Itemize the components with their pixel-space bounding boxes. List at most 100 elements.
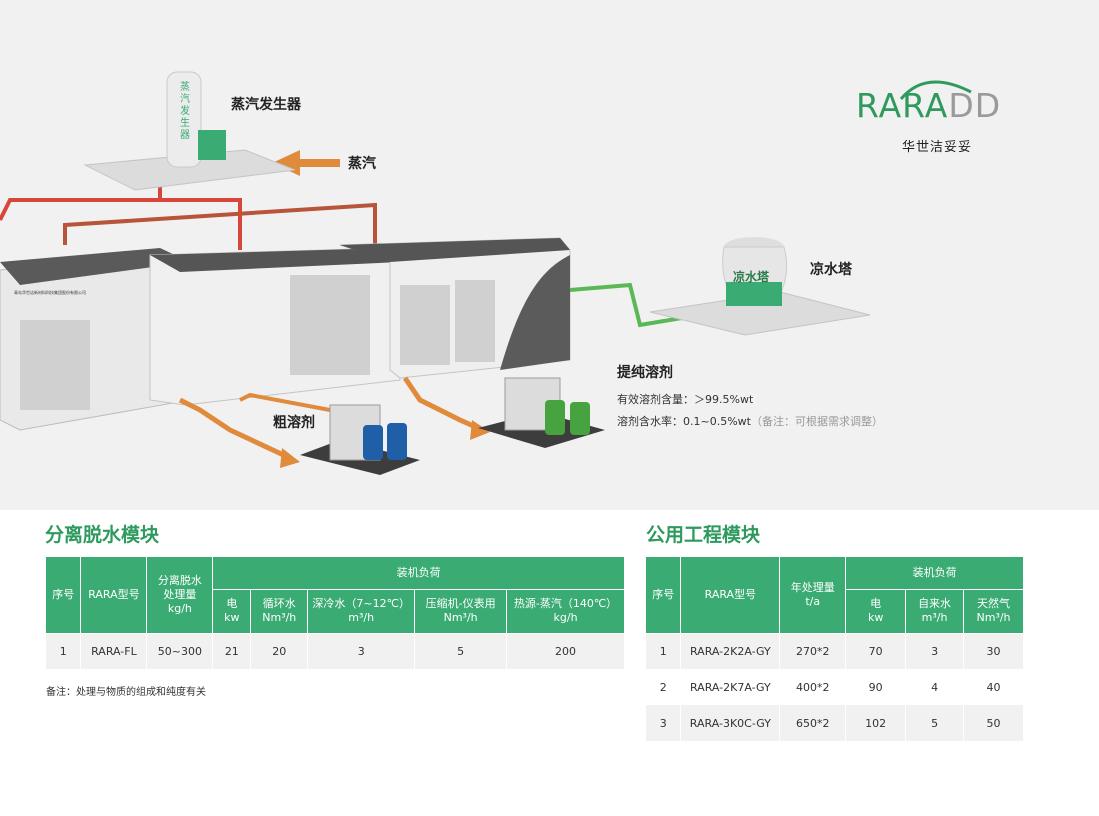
col-compressor-l1: 压缩机-仪表用 — [425, 597, 496, 610]
separation-section-title: 分离脱水模块 — [45, 524, 160, 546]
col-capacity-l3: kg/h — [167, 601, 192, 615]
cell-model: RARA-FL — [80, 633, 148, 669]
col-chill-l2: m³/h — [348, 611, 375, 624]
cell-power: 90 — [845, 669, 907, 705]
cell-steam: 200 — [506, 633, 625, 669]
col-circ-l2: Nm³/h — [262, 611, 297, 624]
brand-logo: RARADD 华世洁妥妥 — [856, 74, 1026, 155]
container-company-text: 青岛华世洁新材料科技集团股份有限公司 — [14, 290, 86, 295]
purified-solvent-drum-2 — [570, 402, 590, 435]
crude-solvent-drum-2 — [387, 423, 407, 460]
cell-capacity: 400*2 — [779, 669, 847, 705]
col-group-load: 装机负荷 — [212, 557, 625, 590]
crude-solvent-drum-1 — [363, 425, 383, 460]
cell-water: 3 — [905, 633, 965, 669]
container-vents — [20, 275, 495, 410]
cell-model: RARA-2K2A-GY — [680, 633, 781, 669]
container-middle-roof — [150, 248, 400, 272]
cooling-water-pipe — [569, 282, 701, 328]
logo-word-main: RARA — [856, 86, 949, 125]
cell-chill: 3 — [307, 633, 416, 669]
col-model: RARA型号 — [680, 557, 781, 634]
logo-word-accent: DD — [948, 86, 1002, 125]
col-capacity-l2: 处理量 — [163, 587, 197, 601]
container-right-roof — [340, 238, 570, 262]
cell-index: 2 — [646, 669, 682, 705]
steam-generator-pump — [198, 130, 226, 160]
cooling-tower-base — [726, 282, 782, 306]
process-scene — [0, 71, 871, 475]
cell-index: 3 — [646, 705, 682, 741]
col-power-l1: 电 — [870, 597, 882, 610]
cell-capacity: 650*2 — [779, 705, 847, 741]
col-index: 序号 — [646, 557, 682, 634]
col-water-l2: m³/h — [921, 611, 948, 624]
cooling-tower-label: 凉水塔 — [810, 262, 852, 278]
table-row: 3 RARA-3K0C-GY 650*2 102 5 50 — [646, 705, 1024, 741]
col-power-l2: kw — [224, 611, 240, 624]
col-power-l2: kw — [867, 611, 884, 624]
cell-gas: 50 — [963, 705, 1024, 741]
col-steam-l2: kg/h — [553, 611, 578, 624]
table-row: 1 RARA-FL 50~300 21 20 3 5 200 — [46, 633, 625, 669]
steam-generator-tank — [166, 71, 202, 168]
separation-footnote: 备注：处理与物质的组成和纯度有关 — [46, 687, 206, 698]
cell-model: RARA-3K0C-GY — [680, 705, 781, 741]
crude-solvent-pipe-2 — [239, 392, 331, 412]
container-right-dark-panel — [500, 255, 570, 370]
logo-wordmark: RARADD — [856, 86, 1001, 125]
col-steam: 热源-蒸汽（140℃）kg/h — [506, 589, 625, 634]
col-chill-water: 深冷水（7~12℃）m³/h — [307, 589, 416, 634]
cell-air: 5 — [414, 633, 508, 669]
cell-capacity: 270*2 — [779, 633, 847, 669]
steam-generator-label: 蒸汽发生器 — [231, 97, 301, 113]
col-power-l1: 电 — [226, 597, 238, 610]
cooling-tower-text: 凉水塔 — [733, 270, 770, 284]
col-circ-l1: 循环水 — [262, 597, 296, 610]
utility-section-title: 公用工程模块 — [646, 524, 761, 546]
cell-power: 21 — [212, 633, 252, 669]
cell-water: 5 — [905, 705, 965, 741]
purified-solvent-label: 提纯溶剂 — [617, 365, 673, 381]
cell-index: 1 — [646, 633, 682, 669]
cell-water: 4 — [905, 669, 965, 705]
crude-solvent-arrow-icon — [280, 448, 300, 468]
col-steam-l1: 热源-蒸汽（140℃） — [513, 597, 618, 610]
col-gas-l1: 天然气 — [977, 597, 1011, 610]
steam-pipe — [0, 198, 242, 250]
table-row: 1 RARA-2K2A-GY 270*2 70 3 30 — [646, 633, 1024, 669]
cell-gas: 30 — [963, 633, 1024, 669]
steam-label: 蒸汽 — [348, 156, 376, 172]
purified-solvent-drum-1 — [545, 400, 565, 435]
water-content-note: （备注：可根据需求调整） — [750, 415, 883, 428]
crude-solvent-label: 粗溶剂 — [273, 415, 315, 431]
col-gas-l2: Nm³/h — [976, 611, 1011, 624]
col-capacity-l1: 年处理量 — [790, 580, 835, 594]
cell-capacity: 50~300 — [146, 633, 214, 669]
logo-subtitle: 华世洁妥妥 — [902, 140, 973, 155]
cell-circ: 20 — [250, 633, 309, 669]
solvent-content-spec: 有效溶剂含量：＞99.5%wt — [617, 393, 754, 406]
water-content-value: 溶剂含水率：0.1~0.5%wt — [617, 415, 751, 428]
purified-solvent-pipe — [402, 376, 480, 431]
col-index: 序号 — [46, 557, 82, 634]
hero-illustration: 蒸汽发生器 凉水塔 青岛华世洁新材料科技集团股份有限公司 蒸汽发生器 蒸汽 凉水… — [0, 0, 1099, 510]
water-content-spec: 溶剂含水率：0.1~0.5%wt（备注：可根据需求调整） — [617, 413, 883, 429]
col-capacity-l2: t/a — [805, 594, 821, 608]
crude-solvent-pipe — [178, 397, 292, 461]
steam-generator-tank-text: 蒸汽发生器 — [180, 82, 190, 141]
col-water-l1: 自来水 — [918, 597, 952, 610]
col-model: RARA型号 — [80, 557, 148, 634]
purified-solvent-arrow-icon — [470, 420, 490, 440]
steam-return-pipe — [63, 202, 377, 245]
col-capacity-l1: 分离脱水 — [157, 573, 202, 587]
